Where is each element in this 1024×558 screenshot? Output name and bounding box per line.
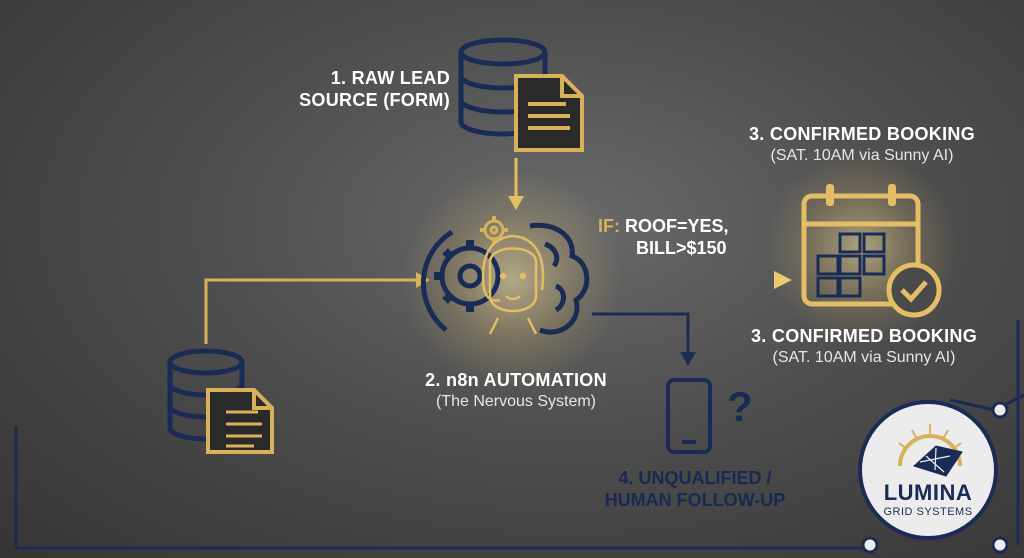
raw-lead-line2: SOURCE (FORM) [299,89,450,110]
unqualified-label: 4. UNQUALIFIED / HUMAN FOLLOW-UP [560,468,830,511]
booking-top-label: 3. CONFIRMED BOOKING (SAT. 10AM via Sunn… [712,124,1012,165]
booking-top-title: 3. CONFIRMED BOOKING [748,124,975,144]
condition-line1: ROOF=YES, [625,216,729,236]
booking-bottom-subtitle: (SAT. 10AM via Sunny AI) [772,348,956,366]
booking-bottom-title: 3. CONFIRMED BOOKING [750,326,977,346]
brand-name: LUMINA [883,480,973,505]
condition-prefix: IF: [598,216,620,236]
gear-brain-agent-icon [420,216,590,335]
brand-tagline: GRID SYSTEMS [883,506,973,519]
condition-line2: BILL>$150 [636,237,727,258]
automation-title: 2. n8n AUTOMATION [425,370,607,390]
gold-beam-arrow [596,271,792,289]
automation-label: 2. n8n AUTOMATION (The Nervous System) [376,370,656,411]
arrow-right-icon [204,272,430,344]
sun-logo-icon [898,424,963,477]
condition-label: IF: ROOF=YES, BILL>$150 [598,216,788,259]
phone-icon [666,378,712,454]
brand-label: LUMINA GRID SYSTEMS [860,480,996,520]
database-document-icon-left [167,348,274,454]
brand-badge [858,400,1009,554]
database-document-icon [458,37,584,152]
booking-bottom-label: 3. CONFIRMED BOOKING (SAT. 10AM via Sunn… [714,326,1014,367]
automation-glow [402,170,622,390]
calendar-check-icon [801,184,942,318]
unqualified-line1: 4. UNQUALIFIED / [618,468,772,488]
question-mark-icon: ? [727,383,753,430]
booking-top-subtitle: (SAT. 10AM via Sunny AI) [770,146,954,164]
raw-lead-line1: 1. RAW LEAD [330,68,450,88]
frame-line-right [949,393,1024,412]
arrow-down-unqualified-icon [592,312,696,366]
raw-lead-label: 1. RAW LEAD SOURCE (FORM) [250,68,450,111]
frame-line [14,426,870,550]
automation-subtitle: (The Nervous System) [435,392,597,410]
unqualified-line2: HUMAN FOLLOW-UP [604,489,786,510]
